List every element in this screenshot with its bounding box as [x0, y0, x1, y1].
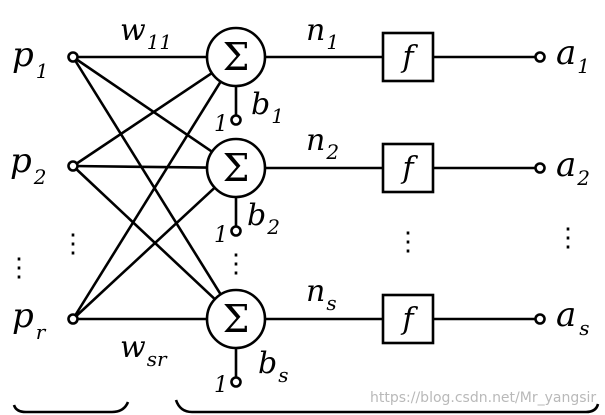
- output-node-1: [534, 51, 546, 63]
- output-label-2: a2: [556, 145, 590, 190]
- weight-label-wsr: wsr: [120, 330, 168, 371]
- net-label-s: ns: [306, 274, 337, 315]
- input-nodes: [67, 51, 79, 325]
- ellipsis-input-nodes: ⋮: [60, 229, 86, 259]
- bias-input-1: 1: [214, 112, 228, 137]
- output-node-s: [534, 313, 546, 325]
- net-label-2: n2: [306, 123, 339, 164]
- bias-label-2: b2: [247, 198, 280, 239]
- weight-line-2-1: [72, 72, 213, 168]
- summing-junctions: Σ Σ Σ: [205, 26, 267, 350]
- bias-nodes: [230, 114, 242, 388]
- net-label-1: n1: [306, 13, 339, 54]
- transfer-boxes: f f f: [381, 31, 435, 345]
- weight-label-w11: w11: [120, 13, 172, 54]
- sum-node-2: [205, 137, 267, 199]
- watermark: https://blog.csdn.net/Mr_yangsir: [370, 390, 596, 406]
- weight-line-2-2: [72, 164, 208, 169]
- weight-line-1-2: [72, 55, 213, 153]
- weight-line-1-3: [71, 56, 222, 296]
- ellipsis-transfer: ⋮: [395, 227, 421, 257]
- net-input-labels: n1 n2 ns: [306, 13, 339, 315]
- bias-node-2: [230, 225, 242, 237]
- input-brace: [12, 401, 130, 414]
- transfer-box-1: [381, 31, 435, 83]
- bottom-braces: [12, 399, 600, 414]
- signal-lines: [234, 55, 536, 378]
- weight-line-3-2: [72, 186, 216, 320]
- bias-input-s: 1: [214, 373, 228, 398]
- sum-node-s: [205, 288, 267, 350]
- output-label-1: a1: [556, 33, 590, 78]
- bias-label-1: b1: [251, 87, 284, 128]
- input-node-r: [67, 313, 79, 325]
- ellipsis-inputs-label: ⋮: [6, 253, 32, 283]
- input-node-1: [67, 51, 79, 63]
- bias-node-1: [230, 114, 242, 126]
- ellipsis-outputs: ⋮: [555, 223, 581, 253]
- bias-label-s: bs: [258, 346, 288, 387]
- sum-symbol-s: Σ: [223, 297, 250, 341]
- input-node-2: [67, 160, 79, 172]
- weight-line-3-1: [71, 80, 222, 320]
- output-nodes: [534, 51, 546, 325]
- weight-line-2-3: [72, 165, 216, 301]
- weight-connections: [71, 55, 222, 321]
- bias-input-2: 1: [214, 223, 228, 248]
- ellipses: ⋮ ⋮ ⋮ ⋮ ⋮: [6, 223, 581, 283]
- sum-node-1: [205, 26, 267, 88]
- output-node-2: [534, 162, 546, 174]
- layer-brace: [174, 399, 600, 414]
- sum-symbol-1: Σ: [223, 35, 250, 79]
- sum-symbol-2: Σ: [223, 146, 250, 190]
- ellipsis-sum-nodes: ⋮: [223, 249, 249, 279]
- bias-node-s: [230, 376, 242, 388]
- transfer-box-s: [381, 293, 435, 345]
- bias-labels: 1 b1 1 b2 1 bs: [214, 87, 288, 398]
- transfer-box-2: [381, 142, 435, 194]
